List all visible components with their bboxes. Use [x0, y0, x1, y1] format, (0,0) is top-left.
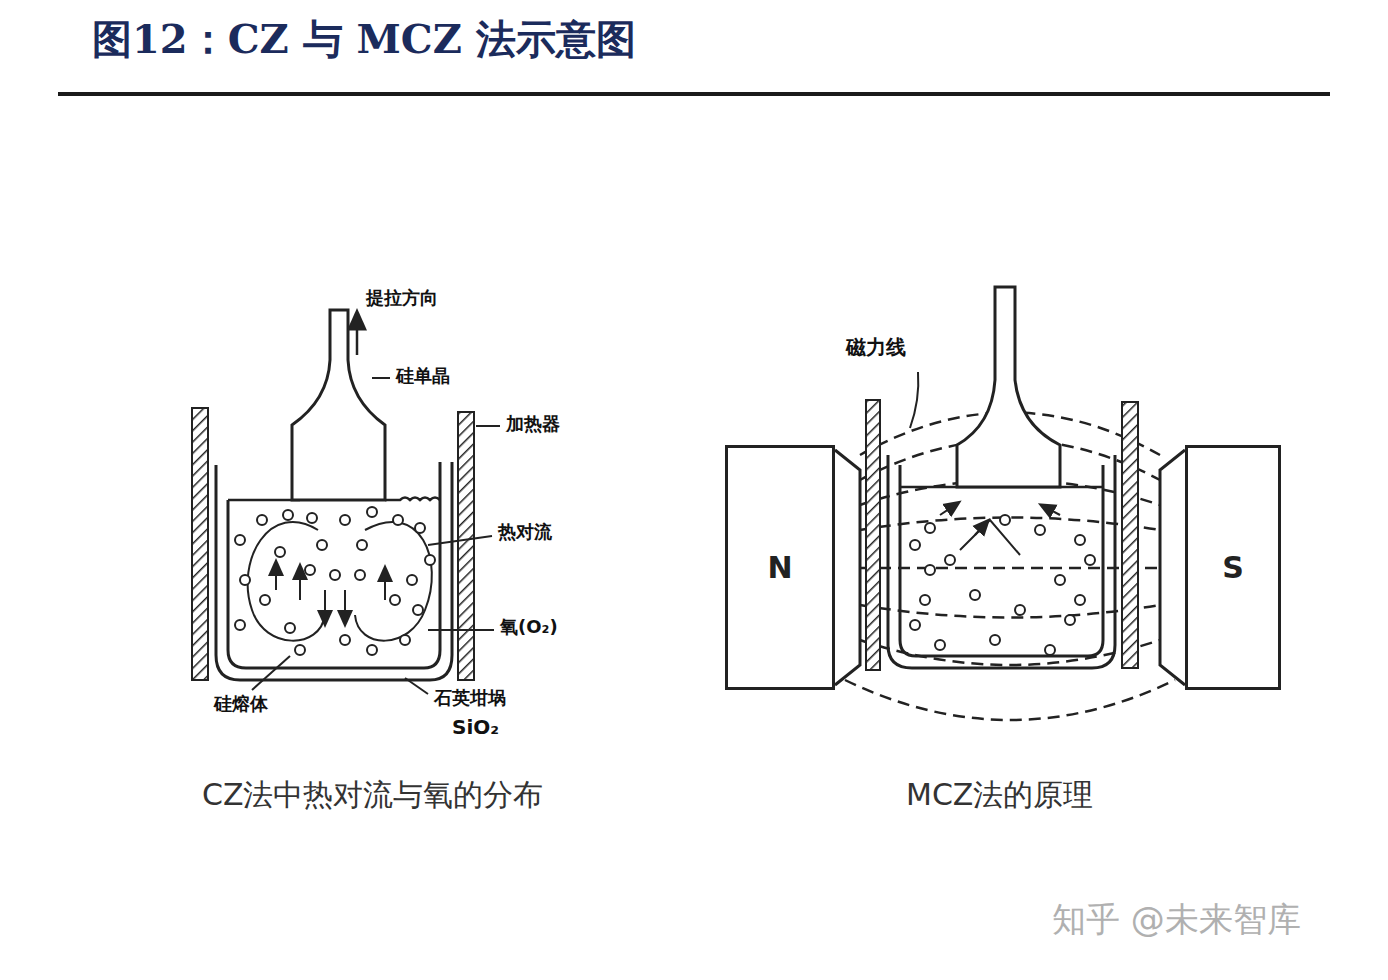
oxygen-dot	[1015, 605, 1025, 615]
oxygen-dot	[970, 590, 980, 600]
oxygen-dot	[910, 540, 920, 550]
part-label: 硅熔体	[212, 694, 270, 715]
oxygen-dot	[1075, 595, 1085, 605]
oxygen-dot	[1085, 555, 1095, 565]
oxygen-dot	[235, 620, 245, 630]
part-label: 热对流	[496, 522, 554, 543]
part-label: 加热器	[504, 414, 562, 435]
oxygen-dot	[390, 595, 400, 605]
oxygen-dot	[283, 510, 293, 520]
magnet-box: N	[725, 445, 835, 690]
oxygen-dot	[295, 645, 305, 655]
oxygen-dot	[407, 575, 417, 585]
oxygen-dot	[1000, 515, 1010, 525]
oxygen-dot	[425, 555, 435, 565]
oxygen-dot	[305, 565, 315, 575]
oxygen-dot	[260, 595, 270, 605]
oxygen-dot	[317, 540, 327, 550]
part-label: 石英坩埚	[432, 688, 508, 709]
oxygen-dot	[367, 507, 377, 517]
magnet-pole-label: N	[767, 550, 792, 585]
oxygen-dot	[400, 635, 410, 645]
oxygen-dot	[275, 547, 285, 557]
oxygen-dot	[330, 570, 340, 580]
oxygen-dot	[935, 640, 945, 650]
oxygen-dot	[240, 575, 250, 585]
part-label: SiO₂	[450, 716, 501, 739]
part-label: 氧(O₂)	[498, 617, 560, 638]
oxygen-dot	[910, 620, 920, 630]
oxygen-dots	[235, 507, 435, 655]
oxygen-dot	[257, 515, 267, 525]
oxygen-dot	[367, 645, 377, 655]
part-label: 磁力线	[844, 336, 908, 359]
watermark: 知乎 @未来智库	[1052, 900, 1301, 939]
sub-caption: CZ法中热对流与氧的分布	[202, 778, 544, 813]
oxygen-dot	[355, 570, 365, 580]
oxygen-dot	[340, 635, 350, 645]
oxygen-dot	[1075, 535, 1085, 545]
mcz-puller	[835, 287, 1185, 720]
magnet-box: S	[1185, 445, 1281, 690]
part-label: 提拉方向	[364, 288, 440, 309]
oxygen-dot	[393, 515, 403, 525]
oxygen-dot	[357, 540, 367, 550]
oxygen-dot	[1055, 575, 1065, 585]
oxygen-dot	[235, 535, 245, 545]
oxygen-dot	[285, 623, 295, 633]
oxygen-dot	[1035, 525, 1045, 535]
magnet-pole-label: S	[1222, 550, 1244, 585]
figure-title: 图12：CZ 与 MCZ 法示意图	[92, 16, 636, 62]
oxygen-dot	[925, 523, 935, 533]
oxygen-dot	[413, 605, 423, 615]
oxygen-dot	[1045, 645, 1055, 655]
sub-caption: MCZ法的原理	[906, 778, 1093, 813]
oxygen-dot	[990, 635, 1000, 645]
cz-puller	[192, 310, 500, 694]
oxygen-dot	[920, 595, 930, 605]
oxygen-dot	[1065, 615, 1075, 625]
oxygen-dot	[945, 555, 955, 565]
oxygen-dot	[415, 523, 425, 533]
title-rule	[58, 92, 1330, 96]
oxygen-dots	[910, 515, 1095, 655]
part-label: 硅单晶	[394, 366, 452, 387]
oxygen-dot	[925, 565, 935, 575]
oxygen-dot	[307, 513, 317, 523]
oxygen-dot	[340, 515, 350, 525]
